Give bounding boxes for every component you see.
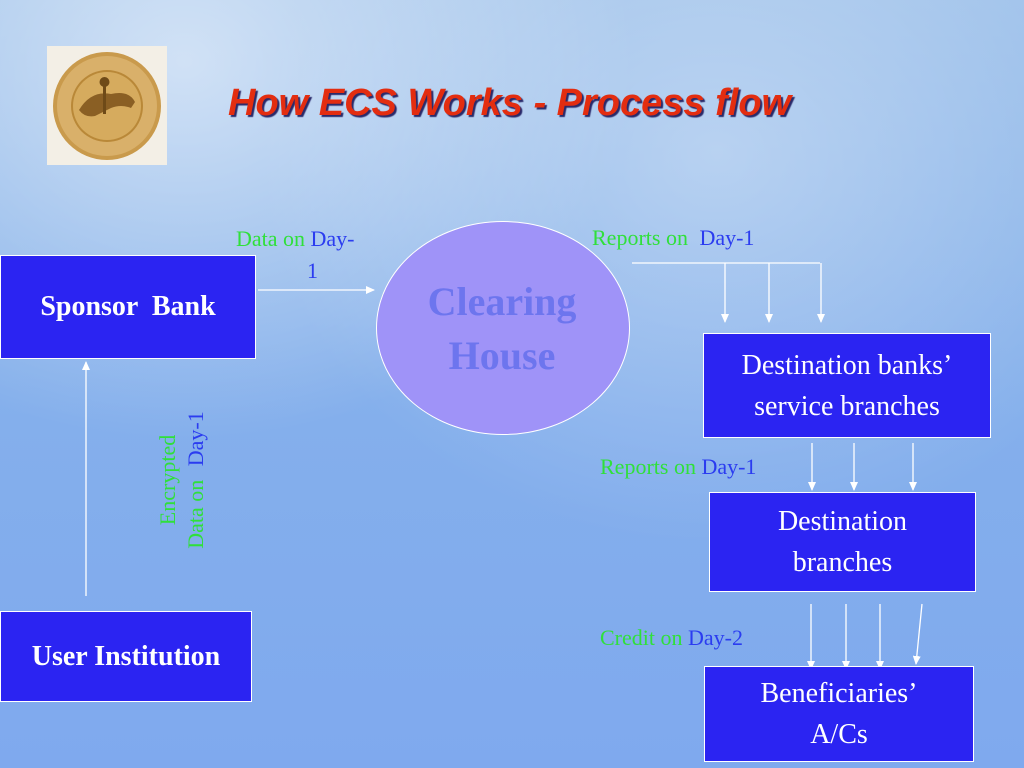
destination-service-line2: service branches xyxy=(754,390,940,422)
user-institution-label: User Institution xyxy=(31,640,221,672)
data-on-day-vertical: Data on Day-1 xyxy=(182,395,210,565)
beneficiaries-line1: Beneficiaries’ xyxy=(760,678,918,709)
clearing-house-line1: Clearing xyxy=(427,279,577,324)
rbi-seal-icon xyxy=(53,51,161,160)
beneficiaries-line2: A/Cs xyxy=(810,719,868,750)
reports-label-top: Reports on Day-1 xyxy=(592,225,754,251)
reports-day-text-top: Day-1 xyxy=(699,225,755,250)
credit-day-text: Day-2 xyxy=(688,625,743,650)
reports-label-mid: Reports on Day-1 xyxy=(600,454,756,480)
encrypted-text: Encrypted xyxy=(155,434,180,526)
sponsor-bank-label: Sponsor Bank xyxy=(40,291,216,322)
credit-on-text: Credit on xyxy=(600,625,683,650)
beneficiaries-box: Beneficiaries’ A/Cs xyxy=(704,666,974,762)
clearing-house-label: Clearing House xyxy=(376,275,628,383)
destination-branches-box: Destination branches xyxy=(709,492,976,592)
destination-branches-line1: Destination xyxy=(777,506,908,537)
destination-service-box: Destination banks’ service branches xyxy=(703,333,991,438)
clearing-house-line2: House xyxy=(448,333,556,378)
user-institution-box: User Institution xyxy=(0,611,252,702)
day-vertical-text: Day-1 xyxy=(183,411,208,467)
data-on-text: Data on xyxy=(236,226,306,251)
slide-title: How ECS Works - Process flow xyxy=(228,82,792,124)
credit-label: Credit on Day-2 xyxy=(600,625,743,651)
data-on-day-label: Data on Day- xyxy=(236,226,355,252)
data-day-cont-text: 1 xyxy=(307,258,318,283)
sponsor-bank-box: Sponsor Bank xyxy=(0,255,256,359)
rbi-logo xyxy=(47,46,167,165)
data-on-vertical-text: Data on xyxy=(183,479,208,549)
arrow-credit-4 xyxy=(912,603,923,665)
reports-on-text-mid: Reports on xyxy=(600,454,696,479)
destination-service-line1: Destination banks’ xyxy=(741,349,953,381)
encrypted-data-label: Encrypted Data on Day-1 xyxy=(154,395,210,565)
reports-on-text-top: Reports on xyxy=(592,225,688,250)
data-day-text: Day- xyxy=(310,226,355,251)
clearing-house-ellipse xyxy=(376,221,630,435)
reports-day-text-mid: Day-1 xyxy=(701,454,757,479)
destination-branches-line2: branches xyxy=(792,547,893,578)
